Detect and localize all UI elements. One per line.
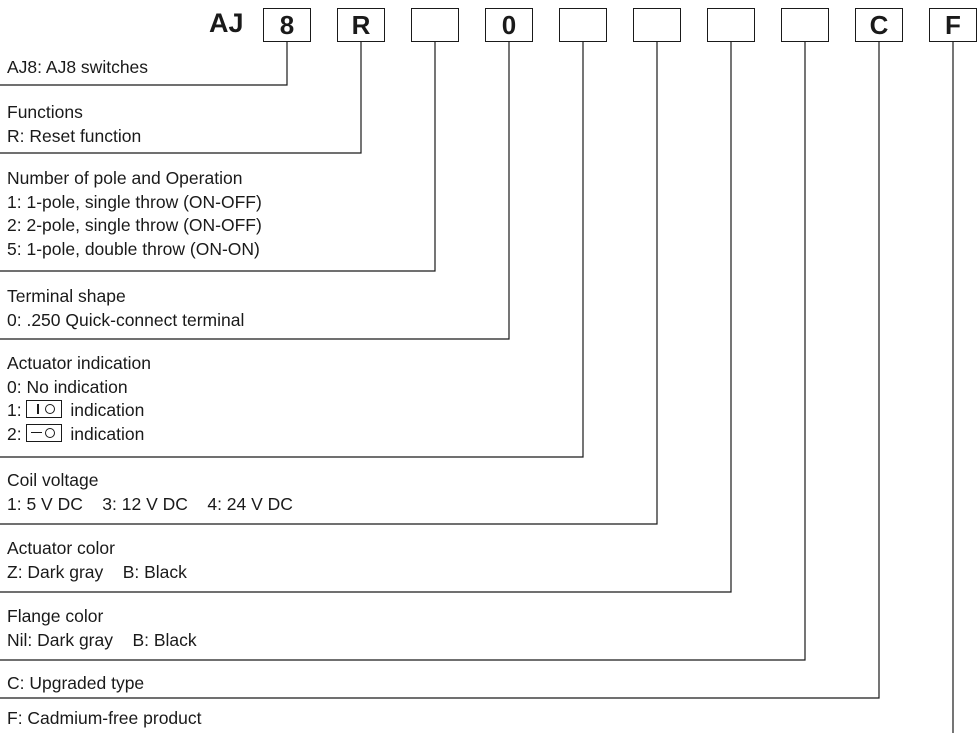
upgraded-description: C: Upgraded type (7, 672, 144, 696)
leader-line-pole-operation (0, 42, 436, 272)
option-2-suffix: indication (70, 423, 145, 444)
option-1-suffix: indication (70, 400, 145, 420)
leader-line-flange-color (0, 42, 806, 661)
functions-title: Functions (7, 102, 83, 122)
terminal-title: Terminal shape (7, 286, 126, 306)
actuator-color-description: Actuator color Z: Dark gray B: Black (7, 537, 187, 584)
leader-line-coil-voltage (0, 42, 658, 525)
code-box-pole-operation (411, 8, 459, 42)
pole-operation-option-5: 5: 1-pole, double throw (ON-ON) (7, 238, 260, 259)
coil-voltage-description: Coil voltage 1: 5 V DC 3: 12 V DC 4: 24 … (7, 469, 293, 516)
code-box-actuator-color (707, 8, 755, 42)
terminal-description: Terminal shape 0: .250 Quick-connect ter… (7, 285, 244, 332)
coil-voltage-options: 1: 5 V DC 3: 12 V DC 4: 24 V DC (7, 493, 293, 514)
functions-description: Functions R: Reset function (7, 101, 141, 148)
leader-line-series (0, 42, 288, 86)
flange-color-description: Flange color Nil: Dark gray B: Black (7, 605, 197, 652)
flange-color-title: Flange color (7, 606, 104, 626)
leader-line-actuator-indication (0, 42, 584, 458)
code-box-upgraded: C (855, 8, 903, 42)
series-description: AJ8: AJ8 switches (7, 56, 148, 80)
terminal-option-0: 0: .250 Quick-connect terminal (7, 309, 245, 330)
code-box-function: R (337, 8, 385, 42)
option-2-prefix: 2: (7, 423, 22, 444)
leader-line-actuator-color (0, 42, 732, 593)
leader-line-upgraded (0, 42, 880, 699)
pole-operation-title: Number of pole and Operation (7, 168, 243, 188)
pole-operation-option-1: 1: 1-pole, single throw (ON-OFF) (7, 191, 262, 212)
code-box-coil-voltage (633, 8, 681, 42)
upgraded-line: C: Upgraded type (7, 673, 145, 693)
actuator-indication-option-2: 2: indication (7, 423, 151, 447)
code-box-terminal: 0 (485, 8, 533, 42)
actuator-color-options: Z: Dark gray B: Black (7, 561, 187, 582)
actuator-indication-title: Actuator indication (7, 353, 151, 373)
model-prefix: AJ (209, 8, 244, 38)
leader-line-terminal (0, 42, 510, 340)
leader-line-function (0, 42, 362, 154)
actuator-indication-description: Actuator indication 0: No indication 1: … (7, 352, 151, 446)
pole-operation-description: Number of pole and Operation 1: 1-pole, … (7, 167, 262, 261)
code-box-series: 8 (263, 8, 311, 42)
coil-voltage-title: Coil voltage (7, 470, 99, 490)
flange-color-options: Nil: Dark gray B: Black (7, 629, 197, 650)
dash-circle-symbol-icon (26, 423, 63, 442)
actuator-indication-option-0: 0: No indication (7, 376, 128, 397)
cadmium-free-description: F: Cadmium-free product (7, 707, 202, 731)
on-off-symbol-icon (26, 400, 63, 418)
code-box-actuator-indication (559, 8, 607, 42)
series-line: AJ8: AJ8 switches (7, 57, 149, 77)
option-1-prefix: 1: (7, 400, 22, 420)
actuator-color-title: Actuator color (7, 538, 115, 558)
cadmium-free-line: F: Cadmium-free product (7, 708, 202, 728)
functions-option-r: R: Reset function (7, 125, 142, 146)
pole-operation-option-2: 2: 2-pole, single throw (ON-OFF) (7, 215, 262, 235)
code-box-flange-color (781, 8, 829, 42)
actuator-indication-option-1: 1: indication (7, 399, 151, 423)
